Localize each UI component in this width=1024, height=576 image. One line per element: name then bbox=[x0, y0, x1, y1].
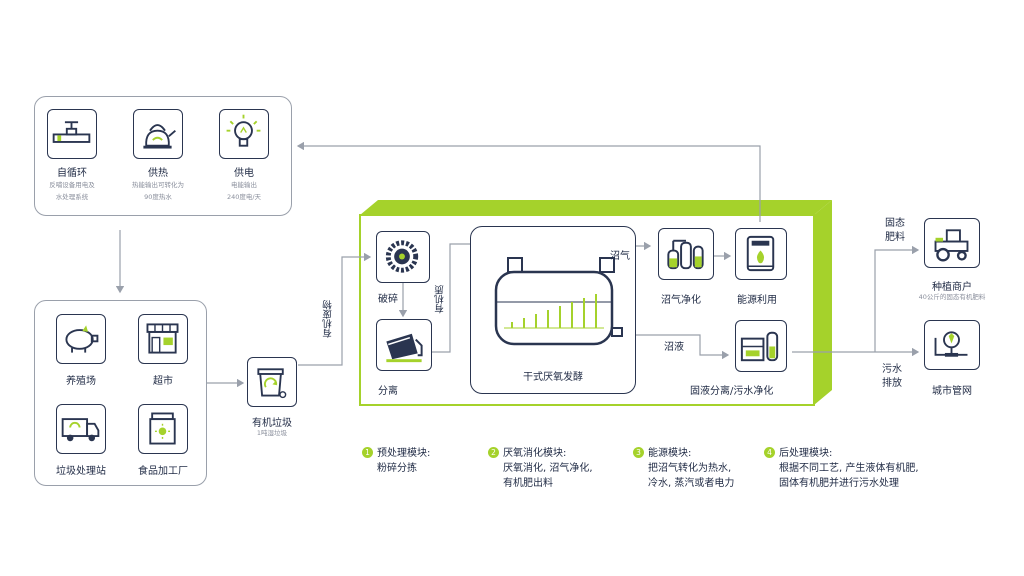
legend-title-3: 能源模块: bbox=[648, 448, 692, 459]
grower-tile bbox=[924, 218, 980, 268]
crush-label: 破碎 bbox=[378, 294, 398, 305]
legend-line-2-2: 厌氧消化, 沼气净化, bbox=[503, 463, 593, 474]
food-bag-icon bbox=[149, 412, 176, 445]
legend-item-3: 3 能源模块: 把沼气转化为热水, 冷水, 蒸汽或者电力 bbox=[633, 446, 734, 491]
purify-tile bbox=[658, 228, 714, 280]
power-desc-2: 240度电/天 bbox=[226, 193, 262, 201]
sewage-label-2: 排放 bbox=[882, 378, 902, 389]
heat-desc-2: 90度热水 bbox=[144, 193, 172, 201]
outflow-to-grower-line bbox=[874, 245, 920, 352]
solid-fertilizer-label-2: 肥料 bbox=[885, 232, 905, 243]
legend-item-2: 2 厌氧消化模块: 厌氧消化, 沼气净化, 有机肥出料 bbox=[488, 446, 593, 491]
energy-feedback-line bbox=[296, 141, 761, 222]
farm-tile bbox=[56, 314, 106, 364]
farm-label: 养殖场 bbox=[66, 376, 96, 387]
market-label: 超市 bbox=[153, 376, 173, 387]
solid-fertilizer-label-1: 固态 bbox=[885, 218, 905, 229]
energy-meter-icon bbox=[746, 235, 775, 272]
heat-tile bbox=[133, 109, 183, 159]
separate-label: 分离 bbox=[378, 386, 398, 397]
legend-line-4-2: 根据不同工艺, 产生液体有机肥, bbox=[779, 463, 919, 474]
separator-machine-icon bbox=[386, 333, 423, 363]
bin-desc: 1吨湿垃圾 bbox=[256, 429, 288, 437]
legend-number-1: 1 bbox=[362, 447, 373, 458]
fermentation-tank-icon bbox=[494, 257, 623, 346]
separate-tile bbox=[376, 319, 432, 371]
market-tile bbox=[138, 314, 188, 364]
legend-line-3-2: 把沼气转化为热水, bbox=[648, 463, 732, 474]
digestate-label: 沼液 bbox=[664, 342, 684, 353]
liquid-label: 固液分离/污水净化 bbox=[690, 386, 774, 397]
legend-item-4: 4 后处理模块: 根据不同工艺, 产生液体有机肥, 固体有机肥并进行污水处理 bbox=[764, 446, 919, 491]
bin-tile bbox=[247, 357, 297, 407]
purify-label: 沼气净化 bbox=[661, 295, 701, 306]
legend-number-4: 4 bbox=[764, 447, 775, 458]
biogas-label: 沼气 bbox=[610, 251, 630, 262]
digestate-line bbox=[622, 334, 730, 360]
pig-icon bbox=[65, 325, 99, 353]
liquid-separation-icon bbox=[740, 331, 779, 362]
tank-label: 干式厌氧发酵 bbox=[523, 372, 583, 383]
liquid-tile bbox=[735, 320, 787, 372]
sewage-label-1: 污水 bbox=[882, 364, 902, 375]
legend-line-1-2: 粉碎分拣 bbox=[377, 463, 417, 474]
self-cycle-title: 自循环 bbox=[57, 168, 87, 179]
legend-line-4-3: 固体有机肥并进行污水处理 bbox=[779, 478, 899, 489]
sewer-tile bbox=[924, 320, 980, 370]
sewer-pipe-icon bbox=[934, 331, 968, 357]
crush-tile bbox=[376, 231, 430, 283]
energy-tile bbox=[735, 228, 787, 280]
power-desc-1: 电能输出 bbox=[231, 181, 257, 189]
tractor-icon bbox=[934, 229, 969, 262]
power-tile bbox=[219, 109, 269, 159]
legend-title-1: 预处理模块: bbox=[377, 448, 431, 459]
legend-number-2: 2 bbox=[488, 447, 499, 458]
recycle-bin-icon bbox=[257, 368, 287, 399]
power-title: 供电 bbox=[234, 168, 254, 179]
self-cycle-desc-1: 反哺设备用电及 bbox=[49, 181, 95, 189]
garbage-truck-icon bbox=[61, 418, 100, 442]
organic-matter-label: 有机质 bbox=[435, 285, 446, 314]
legend-line-2-3: 有机肥出料 bbox=[503, 478, 553, 489]
grower-desc: 40公斤的固态有机肥料 bbox=[918, 293, 986, 301]
legend-title-2: 厌氧消化模块: bbox=[503, 448, 567, 459]
organic-waste-label: 有机废物 bbox=[323, 300, 334, 338]
legend-item-1: 1 预处理模块: 粉碎分拣 bbox=[362, 446, 430, 476]
legend-title-4: 后处理模块: bbox=[779, 448, 833, 459]
light-bulb-icon bbox=[226, 114, 261, 147]
gas-purifier-icon bbox=[667, 239, 704, 270]
sewer-label: 城市管网 bbox=[932, 386, 972, 397]
grower-label: 种植商户 bbox=[932, 282, 972, 293]
bin-title: 有机垃圾 bbox=[252, 418, 292, 429]
legend-line-3-3: 冷水, 蒸汽或者电力 bbox=[648, 478, 735, 489]
store-icon bbox=[146, 323, 179, 354]
self-cycle-desc-2: 水处理系统 bbox=[55, 193, 89, 201]
kettle-icon bbox=[143, 124, 176, 149]
energy-label: 能源利用 bbox=[737, 295, 777, 306]
station-tile bbox=[56, 404, 106, 454]
bin-to-crush-line bbox=[298, 252, 372, 366]
self-cycle-tile bbox=[47, 109, 97, 159]
food-tile bbox=[138, 404, 188, 454]
legend-number-3: 3 bbox=[633, 447, 644, 458]
station-label: 垃圾处理站 bbox=[56, 466, 106, 477]
water-valve-icon bbox=[52, 121, 91, 143]
heat-title: 供热 bbox=[148, 168, 168, 179]
saw-blade-icon bbox=[385, 240, 419, 273]
food-label: 食品加工厂 bbox=[138, 466, 188, 477]
heat-desc-1: 热能输出可转化为 bbox=[132, 181, 184, 189]
